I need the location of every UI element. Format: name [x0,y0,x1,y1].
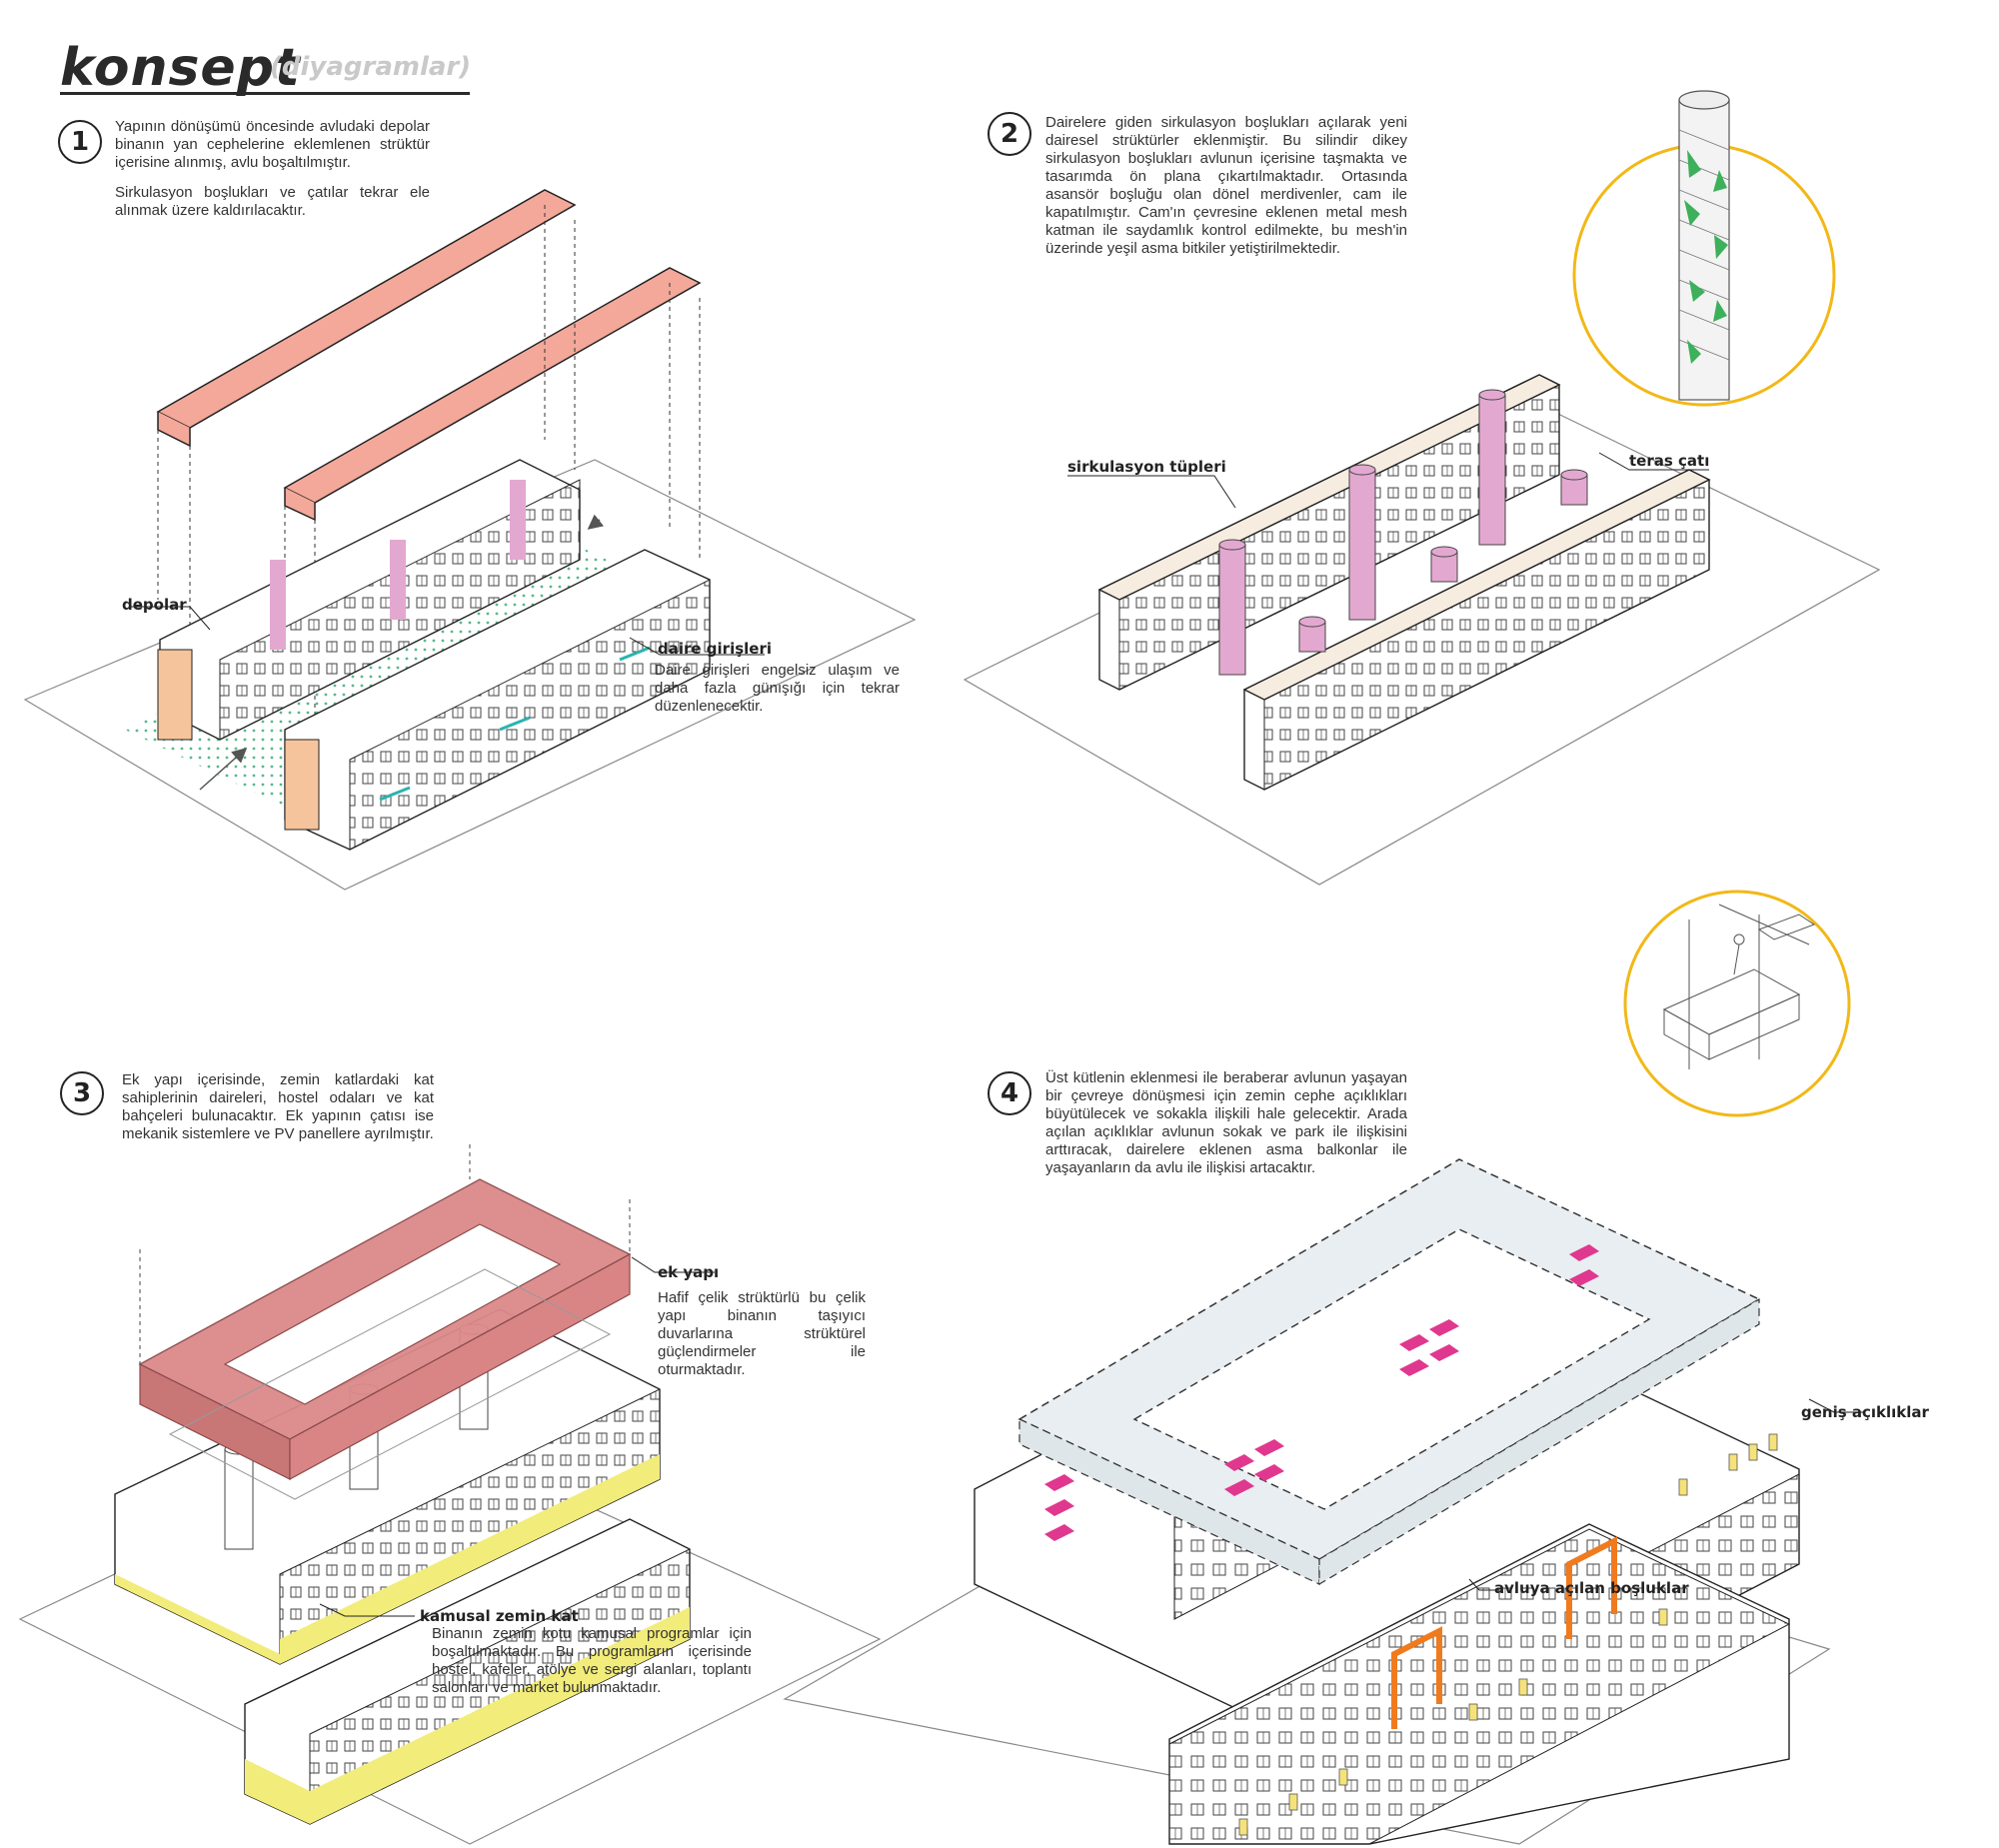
panel-4-text: Üst kütlenin eklenmesi ile beraberar avl… [1045,1069,1407,1189]
step-number-3: 3 [60,1071,104,1115]
panel-2-paragraph-1: Dairelere giden sirkulasyon boşlukları a… [1045,114,1407,257]
note-ek-yapi: Hafif çelik strüktürlü bu çelik yapı bin… [658,1289,866,1378]
title-underline [60,92,470,95]
step-number-4: 4 [988,1071,1031,1115]
panel-1-paragraph-1: Yapının dönüşümü öncesinde avludaki depo… [115,118,430,171]
label-daire-girisleri: daire girişleri [658,640,772,658]
note-daire-girisleri: Daire girişleri engelsiz ulaşım ve daha … [655,662,900,715]
label-sirkulasyon-tupleri: sirkulasyon tüpleri [1067,458,1226,476]
panel-4-drawing [783,890,1864,1845]
panel-1-drawing [23,189,917,891]
panel-3-text: Ek yapı içerisinde, zemin katlardaki kat… [122,1071,434,1155]
panel-2-text: Dairelere giden sirkulasyon boşlukları a… [1045,114,1407,270]
panel-3-paragraph-1: Ek yapı içerisinde, zemin katlardaki kat… [122,1071,434,1142]
label-kamusal-zemin-kat: kamusal zemin kat [420,1607,579,1625]
step-number-1: 1 [58,120,102,164]
note-kamusal-zemin-kat: Binanın zemin kotu kamusal programlar iç… [432,1625,752,1696]
page-title: konsept [60,38,301,98]
page-subtitle: (diyagramlar) [270,52,472,82]
step-number-2: 2 [988,112,1031,156]
panel-2-drawing [963,90,1881,886]
label-depolar: depolar [122,596,187,614]
label-teras-cati: teras çatı [1629,452,1710,470]
panel-1-text: Yapının dönüşümü öncesinde avludaki depo… [115,118,430,232]
page-title-block: konsept (diyagramlar) [60,38,472,98]
panel-3-drawing [18,1144,882,1845]
panel-4-paragraph-1: Üst kütlenin eklenmesi ile beraberar avl… [1045,1069,1407,1176]
label-genis-acikliklar: geniş açıklıklar [1801,1403,1929,1421]
label-ek-yapi: ek yapı [658,1263,720,1281]
label-avluya-acilan-bosluklar: avluya açılan boşluklar [1494,1579,1689,1597]
panel-1-paragraph-2: Sirkulasyon boşlukları ve çatılar tekrar… [115,184,430,219]
